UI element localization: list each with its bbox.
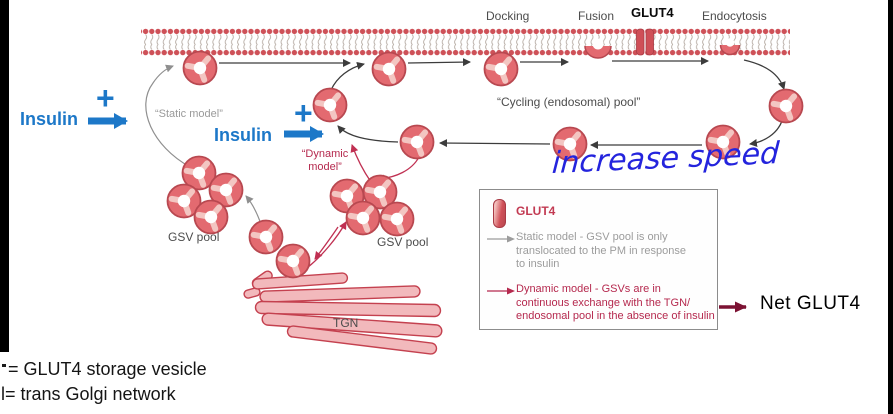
- dynamic-model-line1: “Dynamic: [301, 148, 349, 160]
- arrow-membrane-2: [407, 58, 471, 67]
- arrow-gsv-to-tgn: [314, 226, 339, 260]
- gsv-pool-left-label: GSV pool: [168, 230, 220, 244]
- glut4-vesicle: [483, 51, 519, 87]
- plasma-membrane: [141, 28, 790, 56]
- arrow-up-to-membrane: [330, 61, 365, 91]
- legend-glut4-label: GLUT4: [516, 204, 556, 218]
- footnote-gsv: = GLUT4 storage vesicle: [8, 359, 207, 379]
- arrow-endo-down: [743, 59, 786, 90]
- glut4-vesicle: [248, 219, 284, 255]
- fusion-label: Fusion: [578, 9, 615, 23]
- golgi-tgn: [243, 270, 443, 355]
- plus-sign-mid: +: [294, 95, 313, 131]
- glut4-membrane-label: GLUT4: [631, 5, 674, 20]
- glut4-vesicle: [275, 243, 311, 279]
- gsv-pool-right-label: GSV pool: [377, 235, 429, 249]
- glut4-vesicle: [182, 50, 218, 86]
- glut4-vesicle: [768, 88, 804, 124]
- glut4-vesicle: [193, 199, 229, 235]
- legend-static-line3: to insulin: [516, 258, 560, 270]
- legend-box: GLUT4 Static model - GSV pool is only tr…: [479, 189, 718, 330]
- legend-dynamic-line1: Dynamic model - GSVs are in: [516, 283, 661, 295]
- arrow-down-left: [749, 120, 783, 147]
- endocytosis-pit: [719, 38, 741, 56]
- cycling-pool-label: “Cycling (endosomal) pool”: [497, 95, 641, 109]
- glut4-transporter-icon: [636, 28, 654, 56]
- glut4-vesicle: [345, 200, 381, 236]
- endocytosis-label: Endocytosis: [702, 9, 767, 23]
- glut4-vesicle: [399, 124, 435, 160]
- tgn-label: TGN: [333, 316, 359, 330]
- insulin-label-mid: Insulin: [214, 125, 272, 145]
- legend-dynamic-line3: endosomal pool in the absence of insulin: [516, 310, 715, 322]
- dynamic-model-label: “Dynamic model”: [293, 148, 357, 174]
- arrow-return-2: [439, 139, 551, 148]
- right-screen-edge: [888, 0, 893, 414]
- glut4-vesicle: [371, 51, 407, 87]
- plus-sign-left: +: [96, 80, 115, 116]
- arrow-static-loop: [145, 64, 191, 168]
- dynamic-model-line2: model”: [308, 161, 342, 173]
- glut4-vesicle: [379, 201, 415, 237]
- legend-static-line1: Static model - GSV pool is only: [516, 231, 668, 243]
- glut4-pill-icon: [493, 199, 506, 228]
- legend-static-text: Static model - GSV pool is only transloc…: [516, 231, 716, 272]
- legend-static-line2: translocated to the PM in response: [516, 244, 686, 257]
- cycling-arrows: [219, 57, 786, 149]
- fusion-vesicle: [584, 38, 612, 59]
- docking-label: Docking: [486, 9, 530, 23]
- arrow-tgn-to-gsv-red: [306, 221, 347, 269]
- glut4-vesicle: [312, 87, 348, 123]
- arrow-return-3: [337, 125, 399, 143]
- legend-dynamic-line2: continuous exchange with the TGN/: [516, 296, 691, 309]
- static-model-label: “Static model”: [155, 108, 223, 120]
- insulin-label-left: Insulin: [20, 109, 78, 129]
- legend-dynamic-text: Dynamic model - GSVs are in continuous e…: [516, 283, 716, 324]
- footnote-tgn: l= trans Golgi network: [1, 384, 176, 404]
- cropped-character-fragment: [2, 364, 6, 367]
- dynamic-arrow-icon: [487, 287, 515, 295]
- left-screen-edge: [0, 0, 9, 352]
- net-glut4-label: Net GLUT4: [760, 293, 861, 314]
- static-arrow-icon: [487, 235, 515, 243]
